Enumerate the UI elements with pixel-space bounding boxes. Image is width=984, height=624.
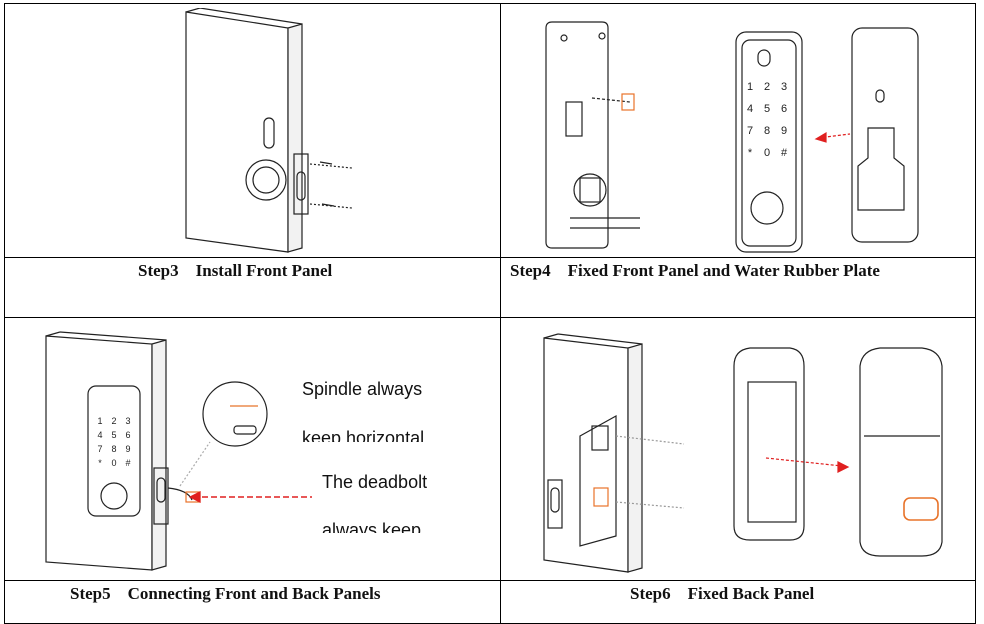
step3-illustration — [185, 8, 353, 253]
deadbolt-note: The deadbolt — [322, 472, 428, 492]
keypad-key-4: 4 — [747, 103, 753, 115]
keypad-key-6: 6 — [781, 103, 787, 115]
keypad-key-7: 7 — [747, 125, 753, 137]
table-divider-row2 — [4, 317, 976, 318]
spindle-note-cont: keep horizontal — [302, 428, 425, 442]
svg-text:*: * — [98, 458, 102, 468]
svg-text:6: 6 — [125, 430, 130, 440]
step4-caption: Step4 Fixed Front Panel and Water Rubber… — [510, 261, 880, 280]
svg-text:3: 3 — [125, 416, 130, 426]
keypad-key-1: 1 — [747, 81, 753, 93]
svg-text:4: 4 — [97, 430, 102, 440]
step4-illustration: 1 2 3 4 5 6 7 8 9 * 0 # — [545, 21, 919, 253]
svg-text:5: 5 — [111, 430, 116, 440]
svg-text:7: 7 — [97, 444, 102, 454]
step5-caption: Step5 Connecting Front and Back Panels — [70, 584, 381, 603]
svg-text:1: 1 — [97, 416, 102, 426]
keypad-key-hash: # — [781, 147, 788, 159]
keypad-key-5: 5 — [764, 103, 770, 115]
table-divider-row1 — [4, 257, 976, 258]
keypad-key-0: 0 — [764, 147, 770, 159]
keypad-key-2: 2 — [764, 81, 770, 93]
step6-caption: Step6 Fixed Back Panel — [630, 584, 815, 603]
keypad-key-3: 3 — [781, 81, 787, 93]
svg-text:2: 2 — [111, 416, 116, 426]
keypad-key-star: * — [748, 147, 753, 159]
keypad-key-9: 9 — [781, 125, 787, 137]
svg-text:0: 0 — [111, 458, 116, 468]
step3-caption: Step3 Install Front Panel — [138, 261, 333, 280]
table-divider-vertical — [500, 3, 501, 624]
keypad-key-8: 8 — [764, 125, 770, 137]
spindle-note: Spindle always — [302, 379, 423, 399]
svg-text:8: 8 — [111, 444, 116, 454]
svg-text:9: 9 — [125, 444, 130, 454]
table-divider-row3 — [4, 580, 976, 581]
svg-text:#: # — [125, 458, 130, 468]
deadbolt-note-cont: always keep — [322, 520, 422, 533]
step6-illustration — [543, 333, 943, 573]
